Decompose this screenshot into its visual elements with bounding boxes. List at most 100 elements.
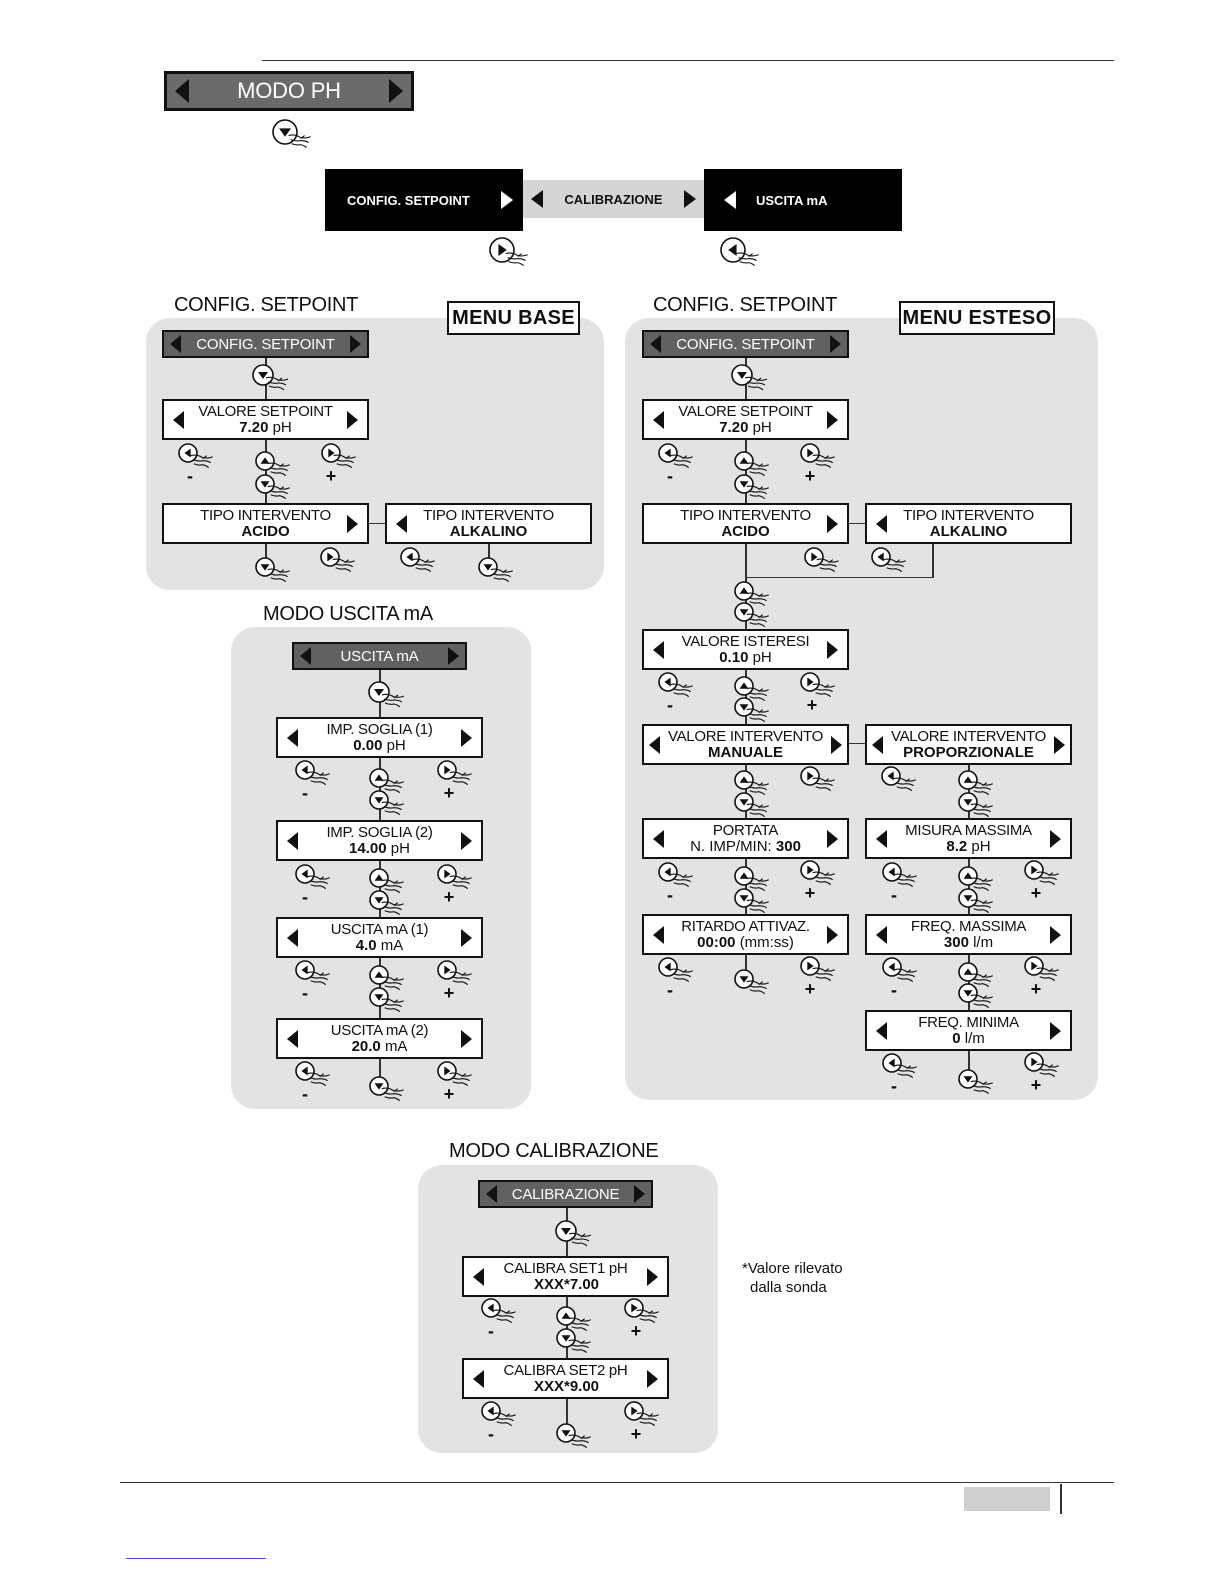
hand-press-up-icon[interactable] xyxy=(957,769,1003,799)
ext-valore-setpoint[interactable]: VALORE SETPOINT 7.20 pH xyxy=(642,399,849,440)
hand-press-right-icon[interactable] xyxy=(436,863,482,893)
hand-press-down-icon[interactable] xyxy=(254,473,300,503)
uscita-ma-2[interactable]: USCITA mA (2) 20.0 mA xyxy=(276,1018,483,1059)
uscita-ma-1[interactable]: USCITA mA (1) 4.0 mA xyxy=(276,917,483,958)
hand-press-down-icon[interactable] xyxy=(368,986,414,1016)
hand-press-right-icon[interactable] xyxy=(799,442,845,472)
uscita-imp-soglia-1[interactable]: IMP. SOGLIA (1) 0.00 pH xyxy=(276,717,483,758)
hand-press-down-icon[interactable] xyxy=(733,696,779,726)
hand-press-right-icon[interactable] xyxy=(623,1400,669,1430)
hand-press-down-icon[interactable] xyxy=(733,887,779,917)
hand-press-right-icon[interactable] xyxy=(320,442,366,472)
hand-press-down-icon[interactable] xyxy=(368,889,414,919)
hand-press-down-icon[interactable] xyxy=(957,982,1003,1012)
top-menu-calibrazione[interactable]: CALIBRAZIONE xyxy=(523,180,704,218)
hand-press-up-icon[interactable] xyxy=(368,867,414,897)
hand-press-left-icon[interactable] xyxy=(177,442,223,472)
hand-press-left-icon[interactable] xyxy=(294,863,340,893)
hand-press-up-icon[interactable] xyxy=(733,769,779,799)
hand-press-down-icon[interactable] xyxy=(555,1327,601,1357)
hand-press-left-icon[interactable] xyxy=(881,956,927,986)
hand-press-down-icon[interactable] xyxy=(554,1219,602,1251)
calibrazione-header[interactable]: CALIBRAZIONE xyxy=(478,1180,653,1208)
hand-press-right-icon[interactable] xyxy=(436,759,482,789)
hand-press-down-icon[interactable] xyxy=(254,556,300,586)
hand-press-up-icon[interactable] xyxy=(733,450,779,480)
base-tipo-intervento-alkalino[interactable]: TIPO INTERVENTO ALKALINO xyxy=(385,503,592,544)
hand-press-left-icon[interactable] xyxy=(719,236,771,272)
hand-press-down-icon[interactable] xyxy=(555,1422,601,1452)
hand-press-down-icon[interactable] xyxy=(368,1075,414,1105)
hand-press-left-icon[interactable] xyxy=(657,442,703,472)
hand-press-left-icon[interactable] xyxy=(294,959,340,989)
base-config-setpoint-header[interactable]: CONFIG. SETPOINT xyxy=(162,330,369,358)
top-menu-config-setpoint[interactable]: CONFIG. SETPOINT xyxy=(325,169,523,231)
hand-press-up-icon[interactable] xyxy=(957,961,1003,991)
hand-press-down-icon[interactable] xyxy=(251,363,299,395)
hand-press-down-icon[interactable] xyxy=(733,791,779,821)
hand-press-left-icon[interactable] xyxy=(294,759,340,789)
hand-press-up-icon[interactable] xyxy=(555,1305,601,1335)
hand-press-down-icon[interactable] xyxy=(957,791,1003,821)
hand-press-up-icon[interactable] xyxy=(733,865,779,895)
ext-freq-minima[interactable]: FREQ. MINIMA 0 l/m xyxy=(865,1010,1072,1051)
hand-press-right-icon[interactable] xyxy=(436,959,482,989)
hand-press-left-icon[interactable] xyxy=(480,1400,526,1430)
hand-press-up-icon[interactable] xyxy=(957,865,1003,895)
ext-valore-intervento-manuale[interactable]: VALORE INTERVENTO MANUALE xyxy=(642,724,849,765)
hand-press-left-icon[interactable] xyxy=(870,546,916,576)
hand-press-down-icon[interactable] xyxy=(271,118,323,154)
base-tipo-intervento-acido[interactable]: TIPO INTERVENTO ACIDO xyxy=(162,503,369,544)
ext-tipo-intervento-alkalino[interactable]: TIPO INTERVENTO ALKALINO xyxy=(865,503,1072,544)
hand-press-left-icon[interactable] xyxy=(294,1060,340,1090)
ext-tipo-intervento-acido[interactable]: TIPO INTERVENTO ACIDO xyxy=(642,503,849,544)
hand-press-down-icon[interactable] xyxy=(957,1068,1003,1098)
ext-freq-massima[interactable]: FREQ. MASSIMA 300 l/m xyxy=(865,914,1072,955)
ext-valore-intervento-proporzionale[interactable]: VALORE INTERVENTO PROPORZIONALE xyxy=(865,724,1072,765)
hand-press-right-icon[interactable] xyxy=(436,1060,482,1090)
hand-press-right-icon[interactable] xyxy=(488,236,540,272)
ext-portata[interactable]: PORTATA N. IMP/MIN: 300 xyxy=(642,818,849,859)
hand-press-up-icon[interactable] xyxy=(254,450,300,480)
hand-press-down-icon[interactable] xyxy=(733,473,779,503)
hand-press-left-icon[interactable] xyxy=(657,671,703,701)
hand-press-down-icon[interactable] xyxy=(368,789,414,819)
uscita-imp-soglia-2[interactable]: IMP. SOGLIA (2) 14.00 pH xyxy=(276,820,483,861)
hand-press-left-icon[interactable] xyxy=(657,956,703,986)
hand-press-right-icon[interactable] xyxy=(803,546,849,576)
ext-valore-isteresi[interactable]: VALORE ISTERESI 0.10 pH xyxy=(642,629,849,670)
ext-misura-massima[interactable]: MISURA MASSIMA 8.2 pH xyxy=(865,818,1072,859)
hand-press-left-icon[interactable] xyxy=(881,1052,927,1082)
base-valore-setpoint[interactable]: VALORE SETPOINT 7.20 pH xyxy=(162,399,369,440)
top-menu-uscita-ma[interactable]: USCITA mA xyxy=(704,169,902,231)
hand-press-right-icon[interactable] xyxy=(623,1297,669,1327)
calibra-set2[interactable]: CALIBRA SET2 pH XXX*9.00 xyxy=(462,1358,669,1399)
hand-press-right-icon[interactable] xyxy=(799,671,845,701)
hand-press-up-icon[interactable] xyxy=(368,767,414,797)
hand-press-up-icon[interactable] xyxy=(368,964,414,994)
hand-press-down-icon[interactable] xyxy=(477,556,523,586)
hand-press-right-icon[interactable] xyxy=(1023,1051,1069,1081)
hand-press-left-icon[interactable] xyxy=(657,861,703,891)
hand-press-right-icon[interactable] xyxy=(799,859,845,889)
mode-ph-header[interactable]: MODO PH xyxy=(164,71,414,111)
hand-press-up-icon[interactable] xyxy=(733,675,779,705)
hand-press-down-icon[interactable] xyxy=(730,363,778,395)
hand-press-right-icon[interactable] xyxy=(1023,859,1069,889)
hand-press-down-icon[interactable] xyxy=(733,601,779,631)
hand-press-left-icon[interactable] xyxy=(881,861,927,891)
hand-press-down-icon[interactable] xyxy=(733,968,779,998)
hand-press-left-icon[interactable] xyxy=(399,546,445,576)
ext-config-setpoint-header[interactable]: CONFIG. SETPOINT xyxy=(642,330,849,358)
hand-press-left-icon[interactable] xyxy=(480,1297,526,1327)
hand-press-down-icon[interactable] xyxy=(367,680,415,712)
hand-press-left-icon[interactable] xyxy=(880,765,926,795)
hand-press-right-icon[interactable] xyxy=(1023,955,1069,985)
hand-press-up-icon[interactable] xyxy=(733,580,779,610)
hand-press-right-icon[interactable] xyxy=(799,765,845,795)
hand-press-down-icon[interactable] xyxy=(957,887,1003,917)
hand-press-right-icon[interactable] xyxy=(799,955,845,985)
calibra-set1[interactable]: CALIBRA SET1 pH XXX*7.00 xyxy=(462,1256,669,1297)
uscita-header[interactable]: USCITA mA xyxy=(292,642,467,670)
hand-press-right-icon[interactable] xyxy=(319,546,365,576)
